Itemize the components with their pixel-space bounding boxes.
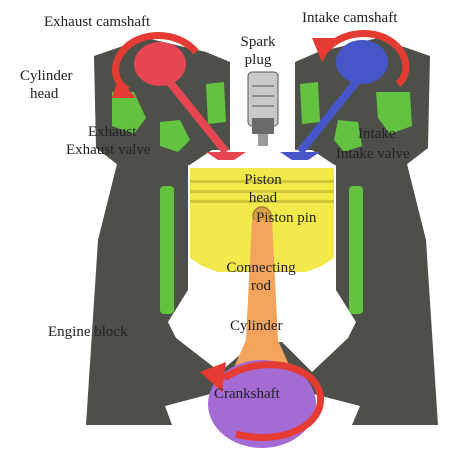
spark-plug-tip (258, 134, 268, 146)
label-intake-valve: Intake valve (336, 146, 410, 163)
coolant-passage-left (160, 186, 174, 314)
label-connecting-rod-line2: rod (216, 278, 306, 295)
label-cylinder: Cylinder (230, 318, 283, 335)
label-intake-camshaft: Intake camshaft (302, 10, 397, 27)
label-connecting-rod-line1: Connecting (216, 260, 306, 277)
label-exhaust-valve: Exhaust valve (66, 142, 151, 159)
label-intake: Intake (358, 126, 395, 143)
label-exhaust: Exhaust (88, 124, 136, 141)
label-piston-pin: Piston pin (256, 210, 316, 227)
label-crankshaft: Crankshaft (214, 386, 280, 403)
label-engine-block: Engine block (48, 324, 128, 341)
label-piston-head-line2: head (228, 190, 298, 207)
label-spark-plug-line2: plug (228, 52, 288, 69)
spark-plug-body (248, 72, 278, 126)
label-exhaust-camshaft: Exhaust camshaft (44, 14, 150, 31)
label-piston-head-line1: Piston (228, 172, 298, 189)
exhaust-camshaft-lobe (134, 42, 186, 86)
coolant-passage-right (349, 186, 363, 314)
label-spark-plug-line1: Spark (228, 34, 288, 51)
label-cylinder-head-line1: Cylinder (20, 68, 73, 85)
coolant-passage-head-left-3 (206, 82, 226, 124)
coolant-passage-head-right-1 (300, 82, 320, 124)
spark-plug-hex (252, 118, 274, 134)
intake-camshaft-lobe (336, 40, 388, 84)
label-cylinder-head-line2: head (30, 86, 58, 103)
